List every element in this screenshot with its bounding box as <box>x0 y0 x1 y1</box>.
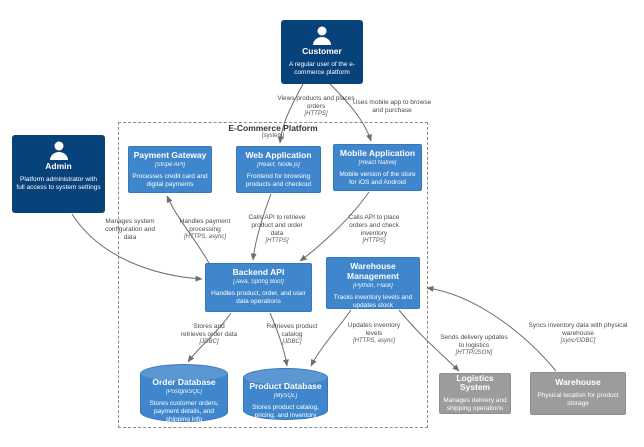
edge-label-text: Views products and places orders <box>277 95 355 111</box>
node-technology: [MySQL] <box>273 392 298 399</box>
edge-label-tech: [sync/ODBC] <box>560 338 596 345</box>
node-title: Mobile Application <box>339 148 416 158</box>
person-icon <box>313 26 331 45</box>
edge-label-text: Calls API to place orders and check inve… <box>348 214 400 238</box>
node-title: Warehouse Management <box>347 261 399 281</box>
node-technology: [Python, Flask] <box>353 282 393 289</box>
edge-label-wm-logistics: Sends delivery updates to logistics [HTT… <box>438 334 510 358</box>
node-description: Platform administrator with full access … <box>16 175 101 191</box>
edge-label-tech: [HTTPS] <box>265 238 289 245</box>
boundary-subtitle: [system] <box>261 133 285 140</box>
node-technology: [React, Node.js] <box>257 161 300 168</box>
edge-label-tech: [HTTPS, async] <box>183 234 226 241</box>
edge-label-tech: [HTTPS, async] <box>352 338 395 345</box>
node-description: Handles product, order, and user data op… <box>211 289 306 306</box>
edge-label-tech: [JDBC] <box>282 339 302 346</box>
node-title: Backend API <box>232 267 285 277</box>
edge-label-admin-backend: Manages system configuration and data <box>100 218 160 242</box>
node-backend-api[interactable]: Backend API [Java, Spring Boot] Handles … <box>205 263 312 312</box>
node-description: Tracks inventory levels and updates stoc… <box>333 293 413 309</box>
boundary-title: E-Commerce Platform [system] <box>118 123 428 140</box>
edge-label-backend-payment: Handles payment processing [HTTPS, async… <box>174 218 236 242</box>
edge-label-tech: [HTTPS] <box>362 238 386 245</box>
edge-label-tech: [HTTPS] <box>304 111 328 118</box>
edge-label-text: Stores and retrieves order data <box>180 323 238 339</box>
node-payment-gateway[interactable]: Payment Gateway [Stripe API] Processes c… <box>128 146 212 193</box>
edge-label-text: Retrieves product catalog <box>266 323 318 339</box>
edge-label-customer-web: Views products and places orders [HTTPS] <box>272 95 360 119</box>
node-warehouse[interactable]: Warehouse Physical location for product … <box>530 372 626 415</box>
edge-label-tech: [HTTP/JSON] <box>455 350 493 357</box>
edge-label-text: Calls API to retrieve product and order … <box>248 214 306 238</box>
node-title: Customer <box>302 46 342 56</box>
person-icon <box>49 141 68 160</box>
node-title: Admin <box>45 161 72 171</box>
node-description: Physical location for product storage <box>537 392 619 408</box>
edge-label-backend-productdb: Retrieves product catalog [JDBC] <box>266 323 318 347</box>
edge-label-text: Syncs inventory data with physical wareh… <box>528 322 628 338</box>
node-description: Stores product catalog, pricing, and inv… <box>252 403 319 420</box>
node-description: Frontend for browsing products and check… <box>245 172 312 189</box>
node-technology: [PostgreSQL] <box>165 388 203 395</box>
node-description: Processes credit card and digital paymen… <box>132 172 208 189</box>
edge-label-wm-productdb: Updates inventory levels [HTTPS, async] <box>343 322 405 346</box>
node-logistics-system[interactable]: Logistics System Manages delivery and sh… <box>439 373 511 414</box>
edge-label-text: Updates inventory levels <box>347 322 401 338</box>
edge-label-backend-orderdb: Stores and retrieves order data [JDBC] <box>180 323 238 347</box>
node-title: Warehouse <box>555 377 601 388</box>
node-title: Product Database <box>249 381 322 391</box>
node-title: Logistics System <box>456 372 494 393</box>
node-web-application[interactable]: Web Application [React, Node.js] Fronten… <box>236 146 321 193</box>
node-description: Mobile version of the store for iOS and … <box>339 170 416 187</box>
node-description: Manages delivery and shipping operations <box>443 397 507 413</box>
node-warehouse-management[interactable]: Warehouse Management [Python, Flask] Tra… <box>326 257 420 309</box>
edge-label-warehouse-wm: Syncs inventory data with physical wareh… <box>528 322 628 346</box>
edge-label-text: Handles payment processing <box>179 218 231 234</box>
edge-label-customer-mobile: Uses mobile app to browse and purchase <box>352 99 432 115</box>
node-product-database[interactable]: Product Database [MySQL] Stores product … <box>243 368 328 420</box>
edge-label-text: Sends delivery updates to logistics <box>440 334 508 350</box>
edge-label-web-backend: Calls API to retrieve product and order … <box>246 214 308 246</box>
node-title: Payment Gateway <box>133 150 207 160</box>
node-technology: [Java, Spring Boot] <box>233 278 284 285</box>
node-title: Web Application <box>245 150 312 160</box>
node-description: A regular user of the e-commerce platfor… <box>288 60 356 76</box>
edge-label-text: Uses mobile app to browse and purchase <box>352 99 432 115</box>
node-description: Stores customer orders, payment details,… <box>149 399 219 424</box>
edge-label-tech: [JDBC] <box>199 339 219 346</box>
node-order-database[interactable]: Order Database [PostgreSQL] Stores custo… <box>140 364 228 424</box>
edge-label-mobile-backend: Calls API to place orders and check inve… <box>343 214 405 246</box>
node-title: Order Database <box>152 377 216 387</box>
node-mobile-application[interactable]: Mobile Application [React Native] Mobile… <box>333 144 422 191</box>
node-technology: [Stripe API] <box>154 161 186 168</box>
boundary-title-text: E-Commerce Platform <box>228 123 318 133</box>
node-technology: [React Native] <box>358 159 397 166</box>
node-customer[interactable]: Customer A regular user of the e-commerc… <box>281 20 363 84</box>
node-admin[interactable]: Admin Platform administrator with full a… <box>12 135 105 213</box>
edge-label-text: Manages system configuration and data <box>105 218 155 242</box>
